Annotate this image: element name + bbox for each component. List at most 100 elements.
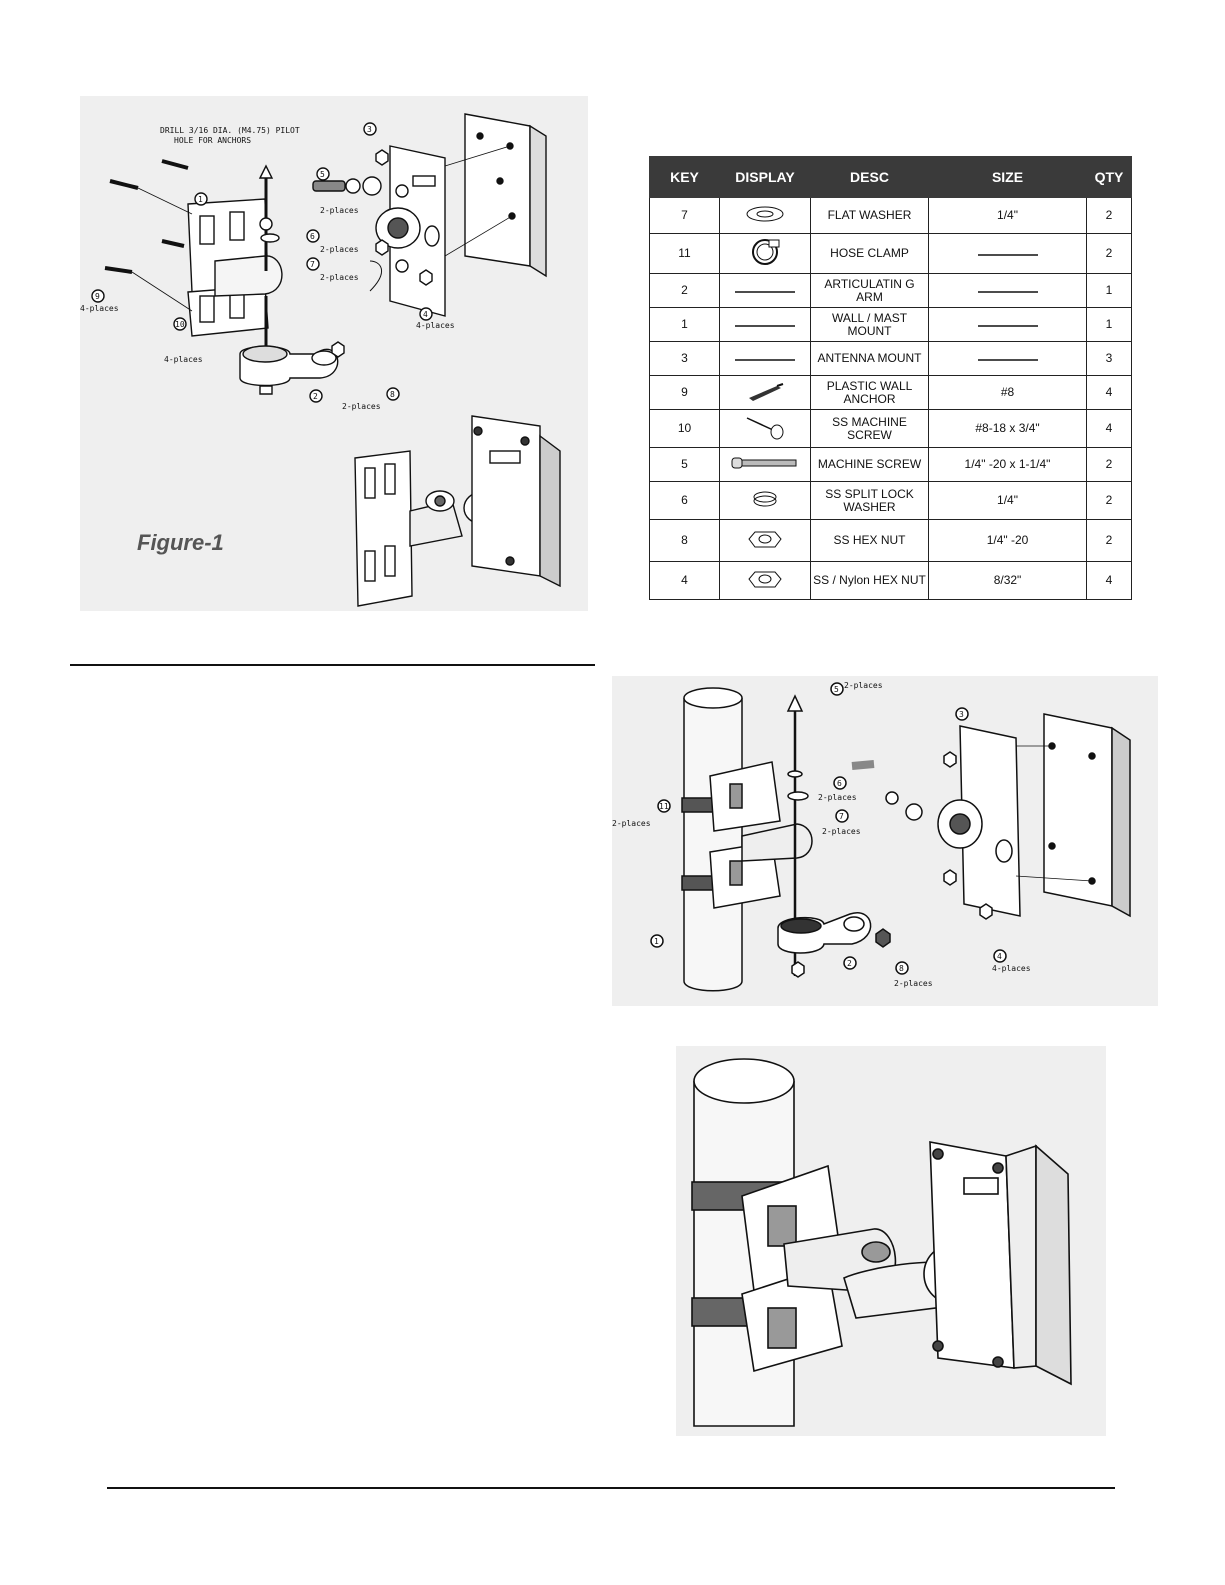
callout-key-7: 7 xyxy=(310,260,315,269)
size-cell xyxy=(928,233,1087,274)
places-label-7: 2-places xyxy=(822,827,861,836)
header-display: DISPLAY xyxy=(719,156,811,198)
key-cell: 6 xyxy=(649,481,720,520)
qty-cell: 2 xyxy=(1086,233,1132,274)
table-row: 9 PLASTIC WALL ANCHOR #8 4 xyxy=(649,375,1132,410)
parts-table: KEY DISPLAY DESC SIZE QTY 7 FLAT WASHER … xyxy=(649,156,1132,600)
qty-cell: 3 xyxy=(1086,341,1132,376)
size-cell: #8-18 x 3/4" xyxy=(928,409,1087,448)
size-cell: #8 xyxy=(928,375,1087,410)
callout-key-6: 6 xyxy=(837,779,842,788)
key-cell: 5 xyxy=(649,447,720,482)
display-dash xyxy=(735,291,795,293)
places-label-7: 2-places xyxy=(320,273,359,282)
qty-cell: 1 xyxy=(1086,307,1132,342)
display-cell xyxy=(719,409,811,448)
places-label-4: 4-places xyxy=(992,964,1031,973)
nylon-hex-nut-icon xyxy=(748,571,782,588)
size-dash xyxy=(977,291,1038,293)
figure-1-exploded-diagram: DRILL 3/16 DIA. (M4.75) PILOT HOLE FOR A… xyxy=(80,113,561,607)
header-size: SIZE xyxy=(928,156,1087,198)
parts-table-header: KEY DISPLAY DESC SIZE QTY xyxy=(649,156,1132,198)
key-cell: 4 xyxy=(649,561,720,600)
places-label-5: 2-places xyxy=(844,681,883,690)
places-label-6: 2-places xyxy=(320,245,359,254)
desc-cell: HOSE CLAMP xyxy=(810,233,929,274)
callout-key-5: 5 xyxy=(834,685,839,694)
figure-3-assembled-diagram xyxy=(691,1058,1072,1427)
desc-cell: SS SPLIT LOCK WASHER xyxy=(810,481,929,520)
figure-2-exploded-diagram: 5 6 7 11 1 2 8 3 4 2-places 2-places 2-p… xyxy=(612,681,1131,992)
display-cell xyxy=(719,341,811,376)
display-dash xyxy=(735,359,795,361)
key-cell: 11 xyxy=(649,233,720,274)
size-cell: 1/4" -20 xyxy=(928,519,1087,562)
figure-1-assembled-diagram xyxy=(354,415,561,607)
hose-clamp-icon xyxy=(752,239,780,265)
display-cell xyxy=(719,273,811,308)
key-cell: 1 xyxy=(649,307,720,342)
callout-key-3: 3 xyxy=(367,125,372,134)
split-lock-washer-icon xyxy=(753,491,777,507)
size-cell xyxy=(928,273,1087,308)
key-cell: 3 xyxy=(649,341,720,376)
callout-key-10: 10 xyxy=(175,320,185,329)
table-row: 1 WALL / MAST MOUNT 1 xyxy=(649,307,1132,342)
key-cell: 2 xyxy=(649,273,720,308)
callout-key-5: 5 xyxy=(320,170,325,179)
places-label-11: 2-places xyxy=(612,819,651,828)
table-row: 3 ANTENNA MOUNT 3 xyxy=(649,341,1132,376)
callout-key-9: 9 xyxy=(95,292,100,301)
header-desc: DESC xyxy=(810,156,929,198)
hex-nut-icon xyxy=(748,531,782,548)
qty-cell: 4 xyxy=(1086,409,1132,448)
drill-note-line2: HOLE FOR ANCHORS xyxy=(174,136,251,145)
size-cell: 1/4" -20 x 1-1/4" xyxy=(928,447,1087,482)
size-cell: 8/32" xyxy=(928,561,1087,600)
desc-cell: ARTICULATIN G ARM xyxy=(810,273,929,308)
size-cell: 1/4" xyxy=(928,197,1087,234)
key-cell: 7 xyxy=(649,197,720,234)
callout-key-2: 2 xyxy=(847,959,852,968)
size-dash xyxy=(977,359,1038,361)
table-row: 11 HOSE CLAMP 2 xyxy=(649,233,1132,274)
callout-key-11: 11 xyxy=(659,802,669,811)
key-cell: 8 xyxy=(649,519,720,562)
table-row: 2 ARTICULATIN G ARM 1 xyxy=(649,273,1132,308)
section-divider xyxy=(70,664,595,666)
desc-cell: FLAT WASHER xyxy=(810,197,929,234)
size-dash xyxy=(977,254,1038,256)
display-cell xyxy=(719,447,811,482)
size-cell xyxy=(928,341,1087,376)
size-cell: 1/4" xyxy=(928,481,1087,520)
wall-anchor-icon xyxy=(749,383,784,401)
display-cell xyxy=(719,197,811,234)
desc-cell: PLASTIC WALL ANCHOR xyxy=(810,375,929,410)
callout-key-4: 4 xyxy=(423,310,428,319)
callout-key-1: 1 xyxy=(654,937,659,946)
desc-cell: WALL / MAST MOUNT xyxy=(810,307,929,342)
callout-key-8: 8 xyxy=(899,964,904,973)
wood-screw-icon xyxy=(746,417,784,440)
callout-key-1: 1 xyxy=(198,195,203,204)
table-row: 8 SS HEX NUT 1/4" -20 2 xyxy=(649,519,1132,562)
figure-1-label: Figure-1 xyxy=(137,530,224,555)
key-cell: 10 xyxy=(649,409,720,448)
display-cell xyxy=(719,233,811,274)
places-label-6: 2-places xyxy=(818,793,857,802)
machine-screw-icon xyxy=(731,457,797,469)
flat-washer-icon xyxy=(746,206,784,222)
display-cell xyxy=(719,561,811,600)
header-qty: QTY xyxy=(1086,156,1132,198)
places-label-5: 2-places xyxy=(320,206,359,215)
qty-cell: 4 xyxy=(1086,375,1132,410)
table-row: 7 FLAT WASHER 1/4" 2 xyxy=(649,197,1132,234)
callout-key-8: 8 xyxy=(390,390,395,399)
desc-cell: MACHINE SCREW xyxy=(810,447,929,482)
qty-cell: 2 xyxy=(1086,447,1132,482)
desc-cell: SS MACHINE SCREW xyxy=(810,409,929,448)
callout-key-7: 7 xyxy=(839,812,844,821)
desc-cell: SS HEX NUT xyxy=(810,519,929,562)
table-row: 10 SS MACHINE SCREW #8-18 x 3/4" 4 xyxy=(649,409,1132,448)
size-dash xyxy=(977,325,1038,327)
